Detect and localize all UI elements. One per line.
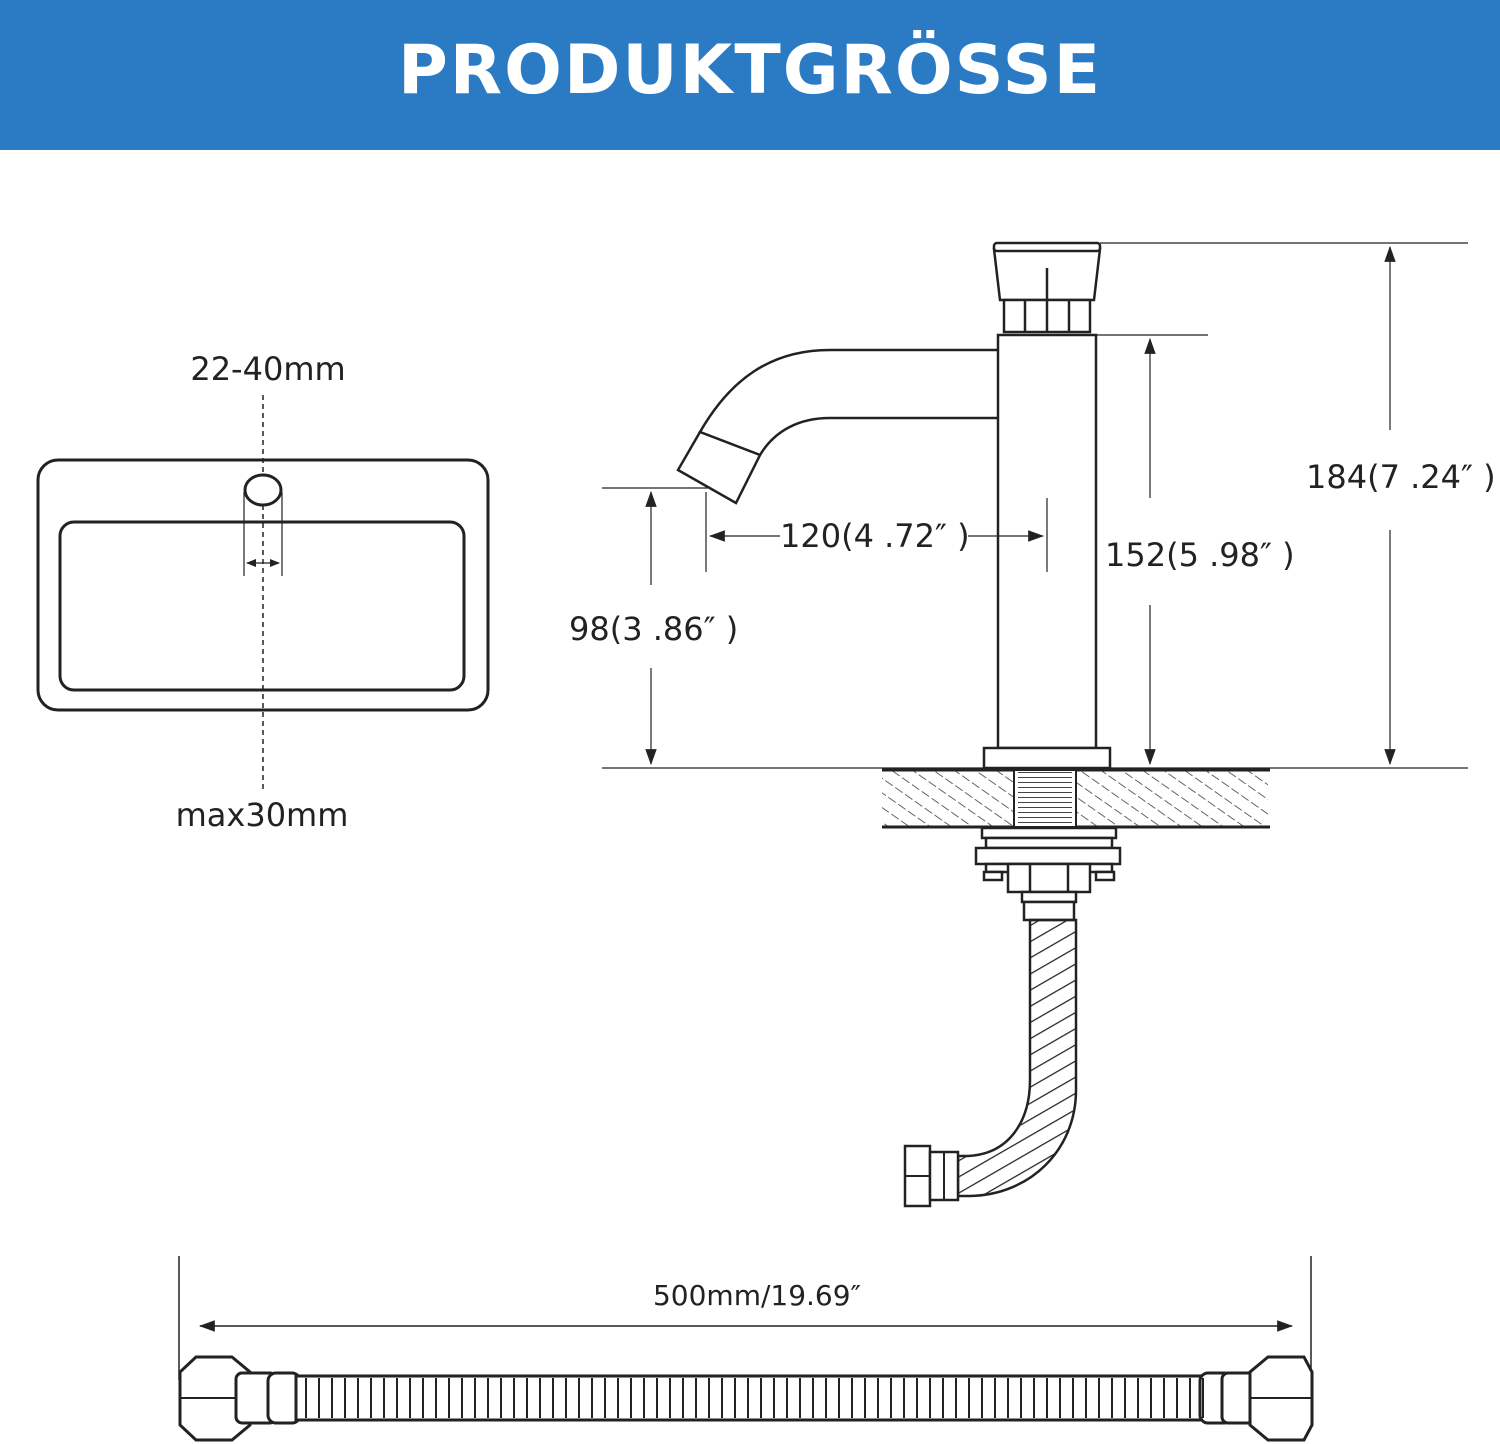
sink-dimension-lines xyxy=(243,395,283,790)
page-title: PRODUKTGRÖSSE xyxy=(397,30,1103,110)
faucet-dimension-lines xyxy=(602,242,1468,769)
hose-length-dimension xyxy=(178,1256,1312,1380)
sink-basin-outline xyxy=(58,520,466,692)
countertop-section xyxy=(882,768,1270,829)
supply-hose xyxy=(178,1355,1314,1442)
hose-length-label: 500mm/19.69″ xyxy=(653,1279,861,1312)
faucet-side-view xyxy=(676,241,1112,770)
hole-diameter-label: 22-40mm xyxy=(190,350,345,388)
hose-braid-ribs xyxy=(305,1378,1204,1418)
faucet-spout xyxy=(698,348,1015,457)
faucet-aerator xyxy=(676,430,762,505)
body-height-label: 152(5 .98″ ) xyxy=(1105,536,1295,574)
faucet-supply-hose xyxy=(903,918,1078,1208)
mounting-hardware xyxy=(974,826,1122,922)
sink-top-view xyxy=(36,458,490,712)
sink-outer-outline xyxy=(36,458,490,712)
header-banner: PRODUKTGRÖSSE xyxy=(0,0,1500,150)
spout-height-label: 98(3 .86″ ) xyxy=(569,610,738,648)
tap-hole xyxy=(243,473,283,507)
faucet-base-flange xyxy=(982,746,1112,770)
counter-thickness-label: max30mm xyxy=(176,796,349,834)
total-height-label: 184(7 .24″ ) xyxy=(1306,458,1496,496)
spout-reach-label: 120(4 .72″ ) xyxy=(780,517,970,555)
